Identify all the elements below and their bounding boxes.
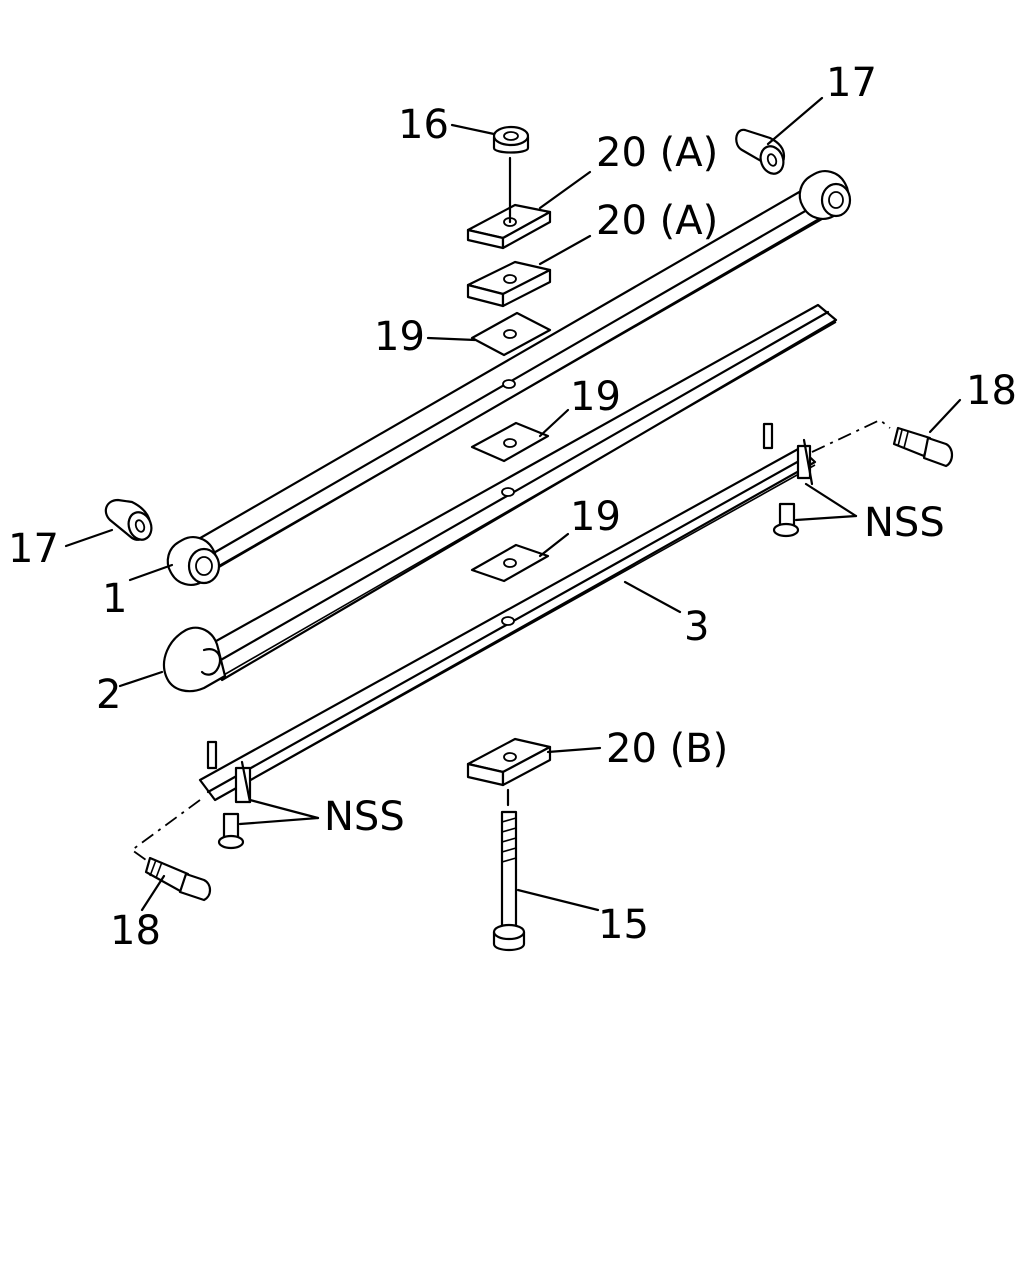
- callout-15: 15: [598, 902, 649, 948]
- callout-17-left: 17: [8, 526, 59, 572]
- callout-nss-right: NSS: [864, 500, 945, 546]
- callout-19-middle: 19: [570, 374, 621, 420]
- callout-2: 2: [96, 672, 121, 718]
- plate-20a-lower: [466, 260, 552, 308]
- bolt-18-right: [892, 426, 954, 468]
- bushing-17-left: [104, 498, 153, 541]
- callout-20a-lower: 20 (A): [596, 198, 718, 244]
- callout-18-right: 18: [966, 368, 1017, 414]
- callout-17-top: 17: [826, 60, 877, 106]
- bolt-18-left: [144, 856, 212, 902]
- bushing-17-top: [735, 128, 786, 175]
- plate-20b: [466, 737, 552, 787]
- callout-18-left: 18: [110, 908, 161, 954]
- pad-19-upper: [470, 311, 552, 357]
- callout-nss-left: NSS: [324, 794, 405, 840]
- assembly-center-lines: [130, 418, 891, 861]
- bolt-15: [492, 788, 526, 952]
- clip-bolt-nss-left: [217, 812, 245, 850]
- leader-lines: [64, 96, 962, 912]
- leaf-spring-bottom-leaf: [198, 422, 817, 804]
- callout-19-lower: 19: [570, 494, 621, 540]
- nut-16: [492, 125, 530, 224]
- leaf-spring-second-leaf: [162, 303, 838, 693]
- leaf-spring-main-leaf: [166, 170, 852, 586]
- callout-16: 16: [398, 102, 449, 148]
- pad-19-middle: [470, 421, 550, 463]
- callout-3: 3: [684, 604, 709, 650]
- clip-bolt-nss-right: [772, 502, 800, 538]
- callout-19-upper: 19: [374, 314, 425, 360]
- callout-20b: 20 (B): [606, 726, 728, 772]
- callout-1: 1: [102, 576, 127, 622]
- pad-19-lower: [470, 543, 550, 583]
- callout-labels: 16 17 20 (A) 20 (A) 19 19 19 18 NSS 17 1…: [8, 60, 1017, 954]
- callout-20a-upper: 20 (A): [596, 130, 718, 176]
